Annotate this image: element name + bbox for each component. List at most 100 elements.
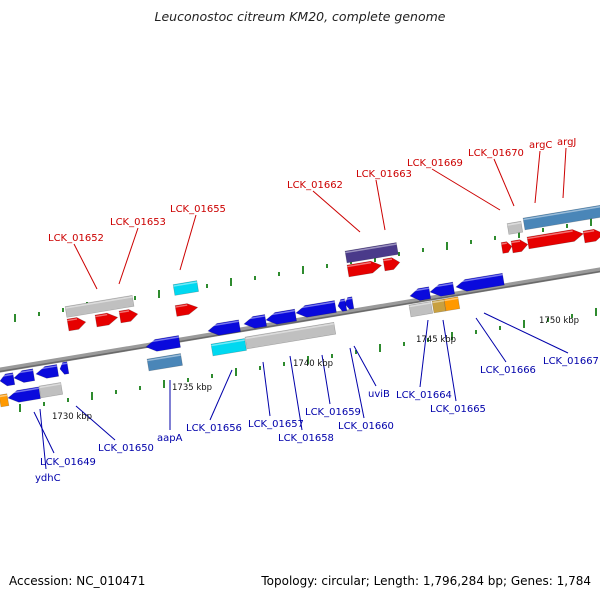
gene-steel xyxy=(146,353,183,372)
gene-rev-highlight xyxy=(7,387,39,395)
leader-line-reverse xyxy=(349,347,365,419)
gene-cyan-highlight xyxy=(173,281,198,287)
gene-fwd-highlight xyxy=(175,304,188,308)
gene-fwd-highlight xyxy=(347,261,372,268)
gene-gray-shape xyxy=(244,321,337,350)
gene-rev-highlight xyxy=(207,320,239,328)
gene-label-forward: LCK_01670 xyxy=(468,148,524,159)
gene-rev-shape xyxy=(429,281,456,297)
gene-gray xyxy=(408,301,434,318)
backbone-shadow xyxy=(0,270,600,373)
gene-rev xyxy=(455,272,505,292)
gene-labels: LCK_01652LCK_01653LCK_01655LCK_01662LCK_… xyxy=(35,137,599,484)
gene-gray-highlight xyxy=(245,323,335,340)
gene-label-forward: argJ xyxy=(557,137,576,148)
gene-fwd-highlight xyxy=(527,230,573,240)
gene-gray-highlight xyxy=(507,222,522,226)
gene-fwd xyxy=(500,241,513,254)
leader-line-forward xyxy=(118,227,139,285)
gene-fwd-highlight xyxy=(119,310,130,314)
gene-rev xyxy=(0,372,16,387)
leader-line-forward xyxy=(312,190,361,233)
scale-label: 1750 kbp xyxy=(539,316,579,326)
genome-backbone xyxy=(0,267,600,373)
gene-rev xyxy=(243,314,268,329)
gene-fwd-highlight xyxy=(95,313,108,318)
tick-marks xyxy=(14,217,597,412)
gene-rev xyxy=(337,298,348,312)
gene-label-reverse: ydhC xyxy=(35,473,61,484)
label-leader-lines xyxy=(33,147,569,470)
gene-orange xyxy=(0,393,10,408)
gene-gray-highlight xyxy=(409,302,432,308)
gene-gray xyxy=(38,382,64,399)
gene-fwd xyxy=(118,309,139,324)
scale-label: 1745 kbp xyxy=(416,335,456,345)
gene-rev xyxy=(7,386,41,403)
leader-line-forward xyxy=(179,214,197,271)
gene-label-forward: LCK_01662 xyxy=(287,180,343,191)
gene-orange xyxy=(443,296,461,312)
gene-steel-highlight xyxy=(147,354,181,362)
gene-features xyxy=(0,204,600,408)
gene-label-reverse: aapA xyxy=(157,433,183,444)
gene-label-forward: LCK_01663 xyxy=(356,169,412,180)
gene-fwd xyxy=(510,239,529,254)
gene-label-reverse: LCK_01666 xyxy=(480,365,536,376)
gene-rev-shape xyxy=(243,314,268,329)
gene-label-reverse: LCK_01667 xyxy=(543,356,599,367)
gene-fwd-shape xyxy=(174,303,199,317)
gene-rev-shape xyxy=(455,272,505,292)
gene-label-forward: LCK_01655 xyxy=(170,204,226,215)
gene-rev-highlight xyxy=(145,336,179,344)
gene-rev-shape xyxy=(207,319,241,336)
gene-cyan xyxy=(210,338,247,357)
gene-label-reverse: LCK_01660 xyxy=(338,421,394,432)
gene-purple xyxy=(344,242,399,264)
gene-rev xyxy=(295,300,337,318)
gene-rev-highlight xyxy=(265,309,295,317)
gene-label-reverse: LCK_01657 xyxy=(248,419,304,430)
leader-line-forward xyxy=(431,168,501,211)
gene-cyan-highlight xyxy=(211,339,245,347)
gene-rev xyxy=(409,286,432,301)
gene-fwd xyxy=(174,303,199,317)
gene-fwd-shape xyxy=(500,241,513,254)
gene-rev xyxy=(207,319,241,336)
gene-orange-shape xyxy=(0,393,10,408)
gene-fwd xyxy=(526,229,584,250)
gene-rev xyxy=(35,364,60,379)
gene-rev-shape xyxy=(337,298,348,312)
gene-cyan-shape xyxy=(172,280,199,296)
gene-tan xyxy=(431,298,447,314)
gene-fwd-highlight xyxy=(501,242,507,245)
gene-gray-shape xyxy=(64,295,135,318)
gene-gray-highlight xyxy=(65,296,133,309)
gene-rev xyxy=(265,308,297,325)
gene-gray-shape xyxy=(38,382,64,399)
gene-label-reverse: LCK_01656 xyxy=(186,423,242,434)
gene-fwd-shape xyxy=(94,312,119,328)
leader-line-reverse xyxy=(321,354,331,405)
leader-line-reverse xyxy=(209,369,233,421)
gene-steel-shape xyxy=(522,204,600,231)
gene-gray xyxy=(506,220,524,235)
leader-line-reverse xyxy=(353,345,377,387)
gene-fwd-highlight xyxy=(583,230,595,234)
gene-fwd-highlight xyxy=(511,240,521,244)
gene-fwd-shape xyxy=(346,260,383,278)
gene-gray xyxy=(244,321,337,350)
gene-fwd-shape xyxy=(582,228,600,244)
gene-steel-highlight xyxy=(523,205,600,221)
gene-orange-highlight xyxy=(444,297,459,302)
leader-line-reverse xyxy=(33,411,55,454)
gene-rev-shape xyxy=(265,308,297,325)
gene-purple-shape xyxy=(344,242,399,264)
gene-fwd-shape xyxy=(382,257,401,272)
gene-rev-highlight xyxy=(337,299,346,303)
leader-line-forward xyxy=(493,158,515,207)
backbone-line xyxy=(0,267,600,373)
gene-rev xyxy=(59,361,70,375)
